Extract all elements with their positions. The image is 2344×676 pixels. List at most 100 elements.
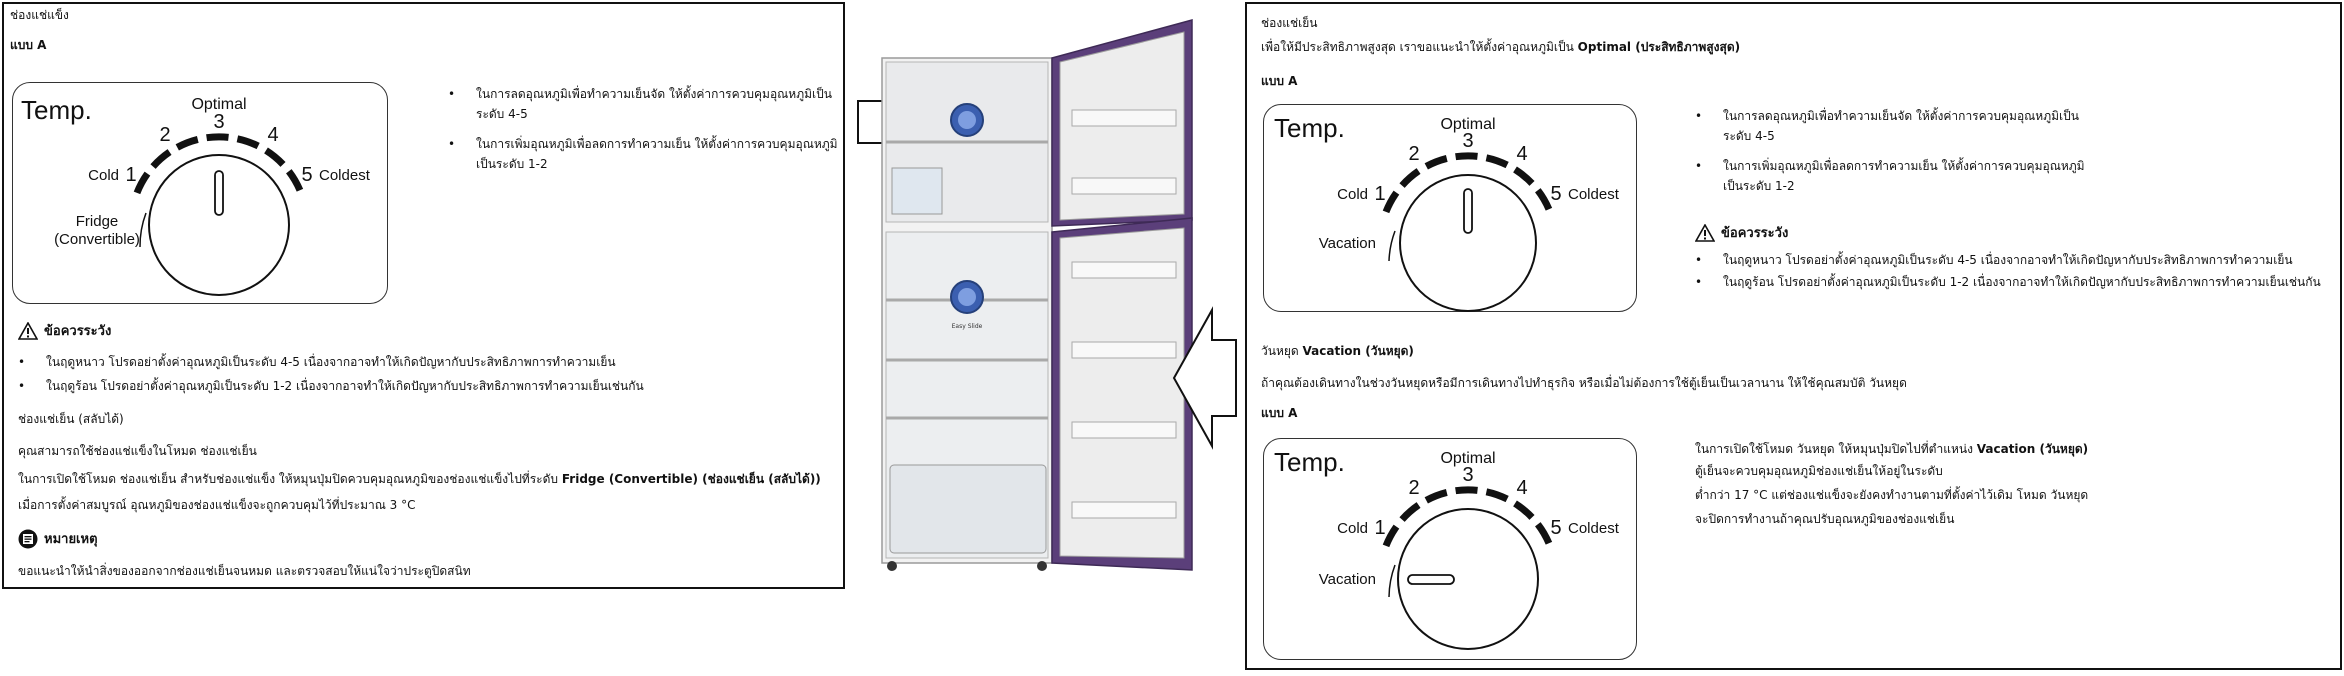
- dial-mode-arc: [1388, 564, 1396, 598]
- fridge-section-title: ช่องแช่เย็น: [1261, 16, 1318, 30]
- dial-level-2: 2: [1408, 143, 1419, 165]
- fridge-door-inner: [1059, 227, 1185, 559]
- freezer-fan-hub: [958, 111, 976, 129]
- convertible-line-2: ในการเปิดใช้โหมด ช่องแช่เย็น สำหรับช่องแ…: [18, 472, 821, 486]
- note-text: ขอแนะนำให้นำสิ่งของออกจากช่องแช่เย็นจนหม…: [18, 564, 471, 578]
- door-bin: [1071, 261, 1177, 279]
- freezer-caution-list: •ในฤดูหนาว โปรดอย่าตั้งค่าอุณหภูมิเป็นระ…: [18, 352, 644, 406]
- fridge-caution-heading: ข้อควรระวัง: [1695, 222, 1788, 243]
- fridge-intro: เพื่อให้มีประสิทธิภาพสูงสุด เราขอแนะนำให…: [1261, 40, 1741, 54]
- freezer-section-title: ช่องแช่แข็ง: [10, 8, 69, 22]
- dial-level-3: 3: [1462, 464, 1473, 486]
- freezer-caution-heading: ข้อควรระวัง: [18, 320, 111, 341]
- bullet-item: • ในการลดอุณหภูมิเพื่อทำความเย็นจัด ให้ต…: [1695, 109, 2079, 143]
- door-label: Easy Slide: [952, 323, 983, 330]
- dial-level-5: 5: [301, 164, 312, 186]
- dial-pointer: [214, 170, 224, 216]
- fridge-foot: [887, 561, 897, 571]
- dial-level-4: 4: [267, 124, 278, 146]
- dial-level-2: 2: [159, 124, 170, 146]
- door-bin: [1071, 421, 1177, 439]
- vacation-desc-2: ตู้เย็นจะควบคุมอุณหภูมิช่องแช่เย็นให้อยู…: [1695, 464, 1943, 478]
- dial-knob: [1397, 508, 1539, 650]
- warning-icon: [18, 321, 38, 340]
- convertible-line-1: คุณสามารถใช้ช่องแช่แข็งในโหมด ช่องแช่เย็…: [18, 444, 257, 458]
- dial-level-2: 2: [1408, 477, 1419, 499]
- dial-title: Temp.: [1274, 113, 1345, 143]
- refrigerator-illustration: Easy Slide: [850, 10, 1240, 590]
- note-heading: หมายเหตุ: [18, 528, 98, 549]
- vacation-dial-svg: Temp. Optimal 3 2 4 1 5 Cold Coldest Vac…: [1274, 447, 1620, 650]
- arrow-left-icon: [1172, 306, 1237, 450]
- fridge-model-label: แบบ A: [1261, 74, 1298, 88]
- dial-title: Temp.: [1274, 447, 1345, 477]
- dial-level-5: 5: [1550, 517, 1561, 539]
- dial-coldest-label: Coldest: [1568, 520, 1620, 537]
- crisper-drawer: [889, 464, 1047, 554]
- bullet-item: • ในการลดอุณหภูมิเพื่อทำความเย็นจัด ให้ต…: [448, 87, 832, 121]
- dial-pointer-vacation: [1407, 574, 1455, 585]
- dial-level-5: 5: [1550, 183, 1561, 205]
- dial-cold-label: Cold: [1337, 186, 1368, 203]
- dial-optimal-label: Optimal: [1440, 450, 1495, 467]
- dial-coldest-label: Coldest: [319, 167, 371, 184]
- convertible-line-3: เมื่อการตั้งค่าสมบูรณ์ อุณหภูมิของช่องแช…: [18, 498, 416, 512]
- fridge-fan-hub: [958, 288, 976, 306]
- dial-knob: [1399, 174, 1537, 312]
- bullet-item: • ในการเพิ่มอุณหภูมิเพื่อลดการทำความเย็น…: [1695, 159, 2085, 193]
- dial-level-4: 4: [1516, 143, 1527, 165]
- vacation-desc-4: จะปิดการทำงานถ้าคุณปรับอุณหภูมิของช่องแช…: [1695, 512, 1955, 526]
- warning-icon: [1695, 223, 1715, 242]
- dial-mode-arc: [1388, 230, 1396, 262]
- door-bin: [1071, 501, 1177, 519]
- caution-item: •ในฤดูหนาว โปรดอย่าตั้งค่าอุณหภูมิเป็นระ…: [1695, 253, 2293, 267]
- dial-pointer: [1463, 188, 1473, 234]
- dial-level-arc: [133, 133, 305, 195]
- vacation-dial-diagram: Temp. Optimal 3 2 4 1 5 Cold Coldest Vac…: [1263, 438, 1637, 660]
- bullet-item: • ในการเพิ่มอุณหภูมิเพื่อลดการทำความเย็น…: [448, 137, 838, 171]
- fridge-temp-dial-diagram: Temp. Optimal 3 2 4 1 5 Cold Coldest Vac…: [1263, 104, 1637, 312]
- caution-item: •ในฤดูร้อน โปรดอย่าตั้งค่าอุณหภูมิเป็นระ…: [18, 379, 644, 393]
- refrigerator-svg: Easy Slide: [857, 19, 1237, 571]
- dial-title: Temp.: [21, 95, 92, 125]
- dial-knob: [148, 154, 290, 296]
- dial-optimal-label: Optimal: [1440, 116, 1495, 133]
- dial-level-3: 3: [213, 111, 224, 133]
- caution-item: •ในฤดูหนาว โปรดอย่าตั้งค่าอุณหภูมิเป็นระ…: [18, 355, 616, 369]
- fridge-foot: [1037, 561, 1047, 571]
- freezer-model-label: แบบ A: [10, 38, 47, 52]
- dial-vacation-label: Vacation: [1319, 235, 1376, 252]
- vacation-title: วันหยุด Vacation (วันหยุด): [1261, 344, 1414, 358]
- vacation-intro: ถ้าคุณต้องเดินทางในช่วงวันหยุดหรือมีการเ…: [1261, 376, 1907, 390]
- dial-cold-label: Cold: [88, 167, 119, 184]
- convertible-title: ช่องแช่เย็น (สลับได้): [18, 412, 124, 426]
- dial-mode-label-2: (Convertible): [54, 231, 140, 248]
- dial-level-1: 1: [1374, 183, 1385, 205]
- fridge-caution-list: •ในฤดูหนาว โปรดอย่าตั้งค่าอุณหภูมิเป็นระ…: [1695, 250, 2321, 302]
- caution-item: •ในฤดูร้อน โปรดอย่าตั้งค่าอุณหภูมิเป็นระ…: [1695, 275, 2321, 289]
- dial-level-1: 1: [125, 164, 136, 186]
- ice-tray: [891, 167, 943, 215]
- dial-coldest-label: Coldest: [1568, 186, 1620, 203]
- dial-level-arc: [1382, 486, 1554, 548]
- freezer-adjust-bullets: • ในการลดอุณหภูมิเพื่อทำความเย็นจัด ให้ต…: [448, 84, 838, 184]
- dial-level-1: 1: [1374, 517, 1385, 539]
- door-bin: [1071, 109, 1177, 127]
- door-bin: [1071, 341, 1177, 359]
- dial-level-3: 3: [1462, 130, 1473, 152]
- dial-optimal-label: Optimal: [191, 96, 246, 113]
- dial-mode-label-1: Fridge: [76, 213, 119, 230]
- dial-vacation-label: Vacation: [1319, 571, 1376, 588]
- fridge-dial-svg: Temp. Optimal 3 2 4 1 5 Cold Coldest Vac…: [1274, 113, 1620, 312]
- fridge-adjust-bullets: • ในการลดอุณหภูมิเพื่อทำความเย็นจัด ให้ต…: [1695, 106, 2085, 206]
- vacation-model-label: แบบ A: [1261, 406, 1298, 420]
- freezer-dial-svg: Temp. Optimal 3 2 4 1 5 Cold Coldest Fri…: [21, 95, 371, 296]
- freezer-instructions-panel: ช่องแช่แข็ง แบบ A Temp. Optimal 3 2 4 1 …: [2, 2, 845, 589]
- vacation-desc-3: ต่ำกว่า 17 °C แต่ช่องแช่แข็งจะยังคงทำงาน…: [1695, 488, 2089, 502]
- dial-cold-label: Cold: [1337, 520, 1368, 537]
- freezer-temp-dial-diagram: Temp. Optimal 3 2 4 1 5 Cold Coldest Fri…: [12, 82, 388, 304]
- door-bin: [1071, 177, 1177, 195]
- vacation-desc-1: ในการเปิดใช้โหมด วันหยุด ให้หมุนปุ่มปิดไ…: [1695, 442, 2089, 456]
- note-icon: [18, 529, 38, 548]
- dial-mode-arc: [139, 212, 147, 248]
